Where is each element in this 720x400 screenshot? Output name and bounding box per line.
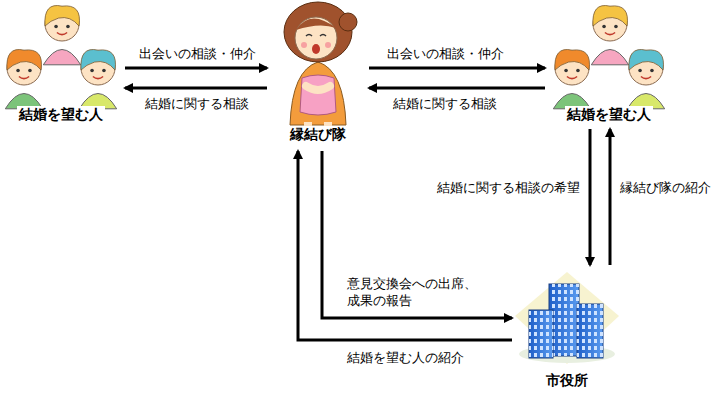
flow-arrow xyxy=(589,129,592,265)
node-label: 結婚を望む人 xyxy=(17,106,105,123)
flow-arrow xyxy=(125,87,267,90)
matchmaker: 縁結び隊 xyxy=(270,0,366,148)
flow-arrow xyxy=(322,151,512,318)
flow-arrow xyxy=(609,129,612,265)
flow-arrow xyxy=(125,67,267,70)
arrow-label: 結婚に関する相談の希望 xyxy=(435,180,582,197)
arrow-label: 出会いの相談・仲介 xyxy=(385,46,506,63)
person-group: 結婚を望む人 xyxy=(548,2,670,126)
flow-arrow xyxy=(369,67,545,70)
arrow-label: 結婚に関する相談 xyxy=(391,96,499,113)
node-label: 縁結び隊 xyxy=(288,126,348,143)
node-label: 結婚を望む人 xyxy=(565,106,653,123)
node-label: 市役所 xyxy=(544,372,590,389)
arrow-label: 意見交換会への出席、 成果の報告 xyxy=(345,276,489,310)
person-group: 結婚を望む人 xyxy=(0,2,122,126)
arrow-label: 結婚を望む人の紹介 xyxy=(345,350,466,367)
arrow-label: 縁結び隊の紹介 xyxy=(618,180,713,197)
flow-arrow xyxy=(369,87,545,90)
city-hall: 市役所 xyxy=(515,268,620,395)
arrow-label: 出会いの相談・仲介 xyxy=(137,46,258,63)
arrow-label: 結婚に関する相談 xyxy=(143,96,251,113)
